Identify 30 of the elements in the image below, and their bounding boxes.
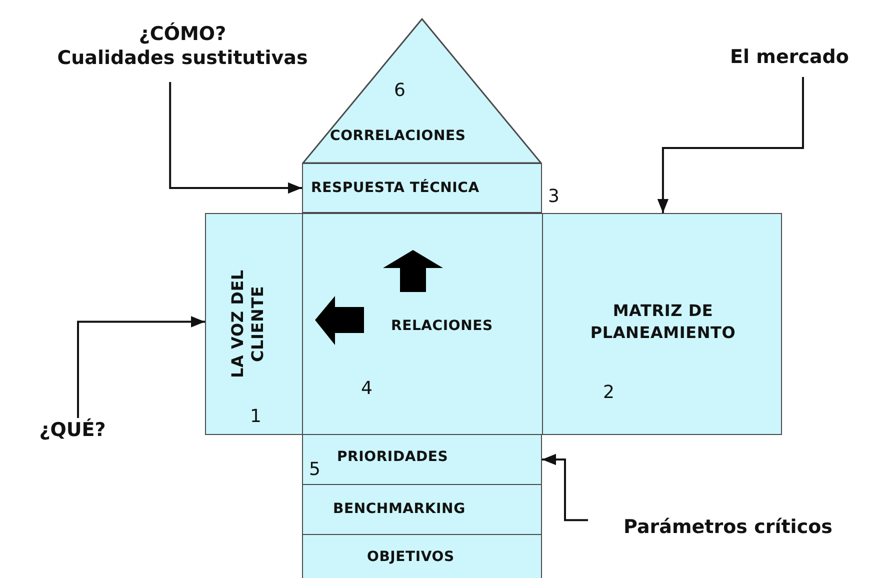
leader-arrow <box>77 316 205 418</box>
callout-text: El mercado <box>729 45 850 69</box>
section-label: BENCHMARKING <box>333 501 466 517</box>
callout-text: Cualidades sustitutivas <box>56 46 309 70</box>
section-number: 2 <box>603 382 614 403</box>
section-label: PRIORIDADES <box>337 449 448 465</box>
section-label: OBJETIVOS <box>367 549 454 565</box>
section-label: RESPUESTA TÉCNICA <box>311 180 480 196</box>
section-box <box>302 434 542 485</box>
section-number: 6 <box>394 80 406 101</box>
section-box <box>542 213 782 435</box>
section-number: 4 <box>361 378 372 399</box>
section-label: CORRELACIONES <box>330 128 466 144</box>
section-box <box>302 484 542 535</box>
section-label: MATRIZ DE PLANEAMIENTO <box>589 300 737 344</box>
leader-arrow <box>542 454 588 522</box>
section-box <box>302 163 542 213</box>
callout-text: Parámetros críticos <box>622 515 834 539</box>
section-label: RELACIONES <box>391 318 493 334</box>
leader-arrow <box>169 82 302 194</box>
section-label: LA VOZ DEL CLIENTE <box>228 268 268 380</box>
callout-text: ¿CÓMO? <box>138 22 228 46</box>
leader-arrow <box>657 77 804 213</box>
callout-text: ¿QUÉ? <box>38 418 107 442</box>
section-box <box>302 534 542 578</box>
section-number: 5 <box>309 459 320 480</box>
section-number: 3 <box>548 186 560 207</box>
section-number: 1 <box>250 406 262 427</box>
section-box <box>205 213 303 435</box>
section-box <box>302 213 543 435</box>
